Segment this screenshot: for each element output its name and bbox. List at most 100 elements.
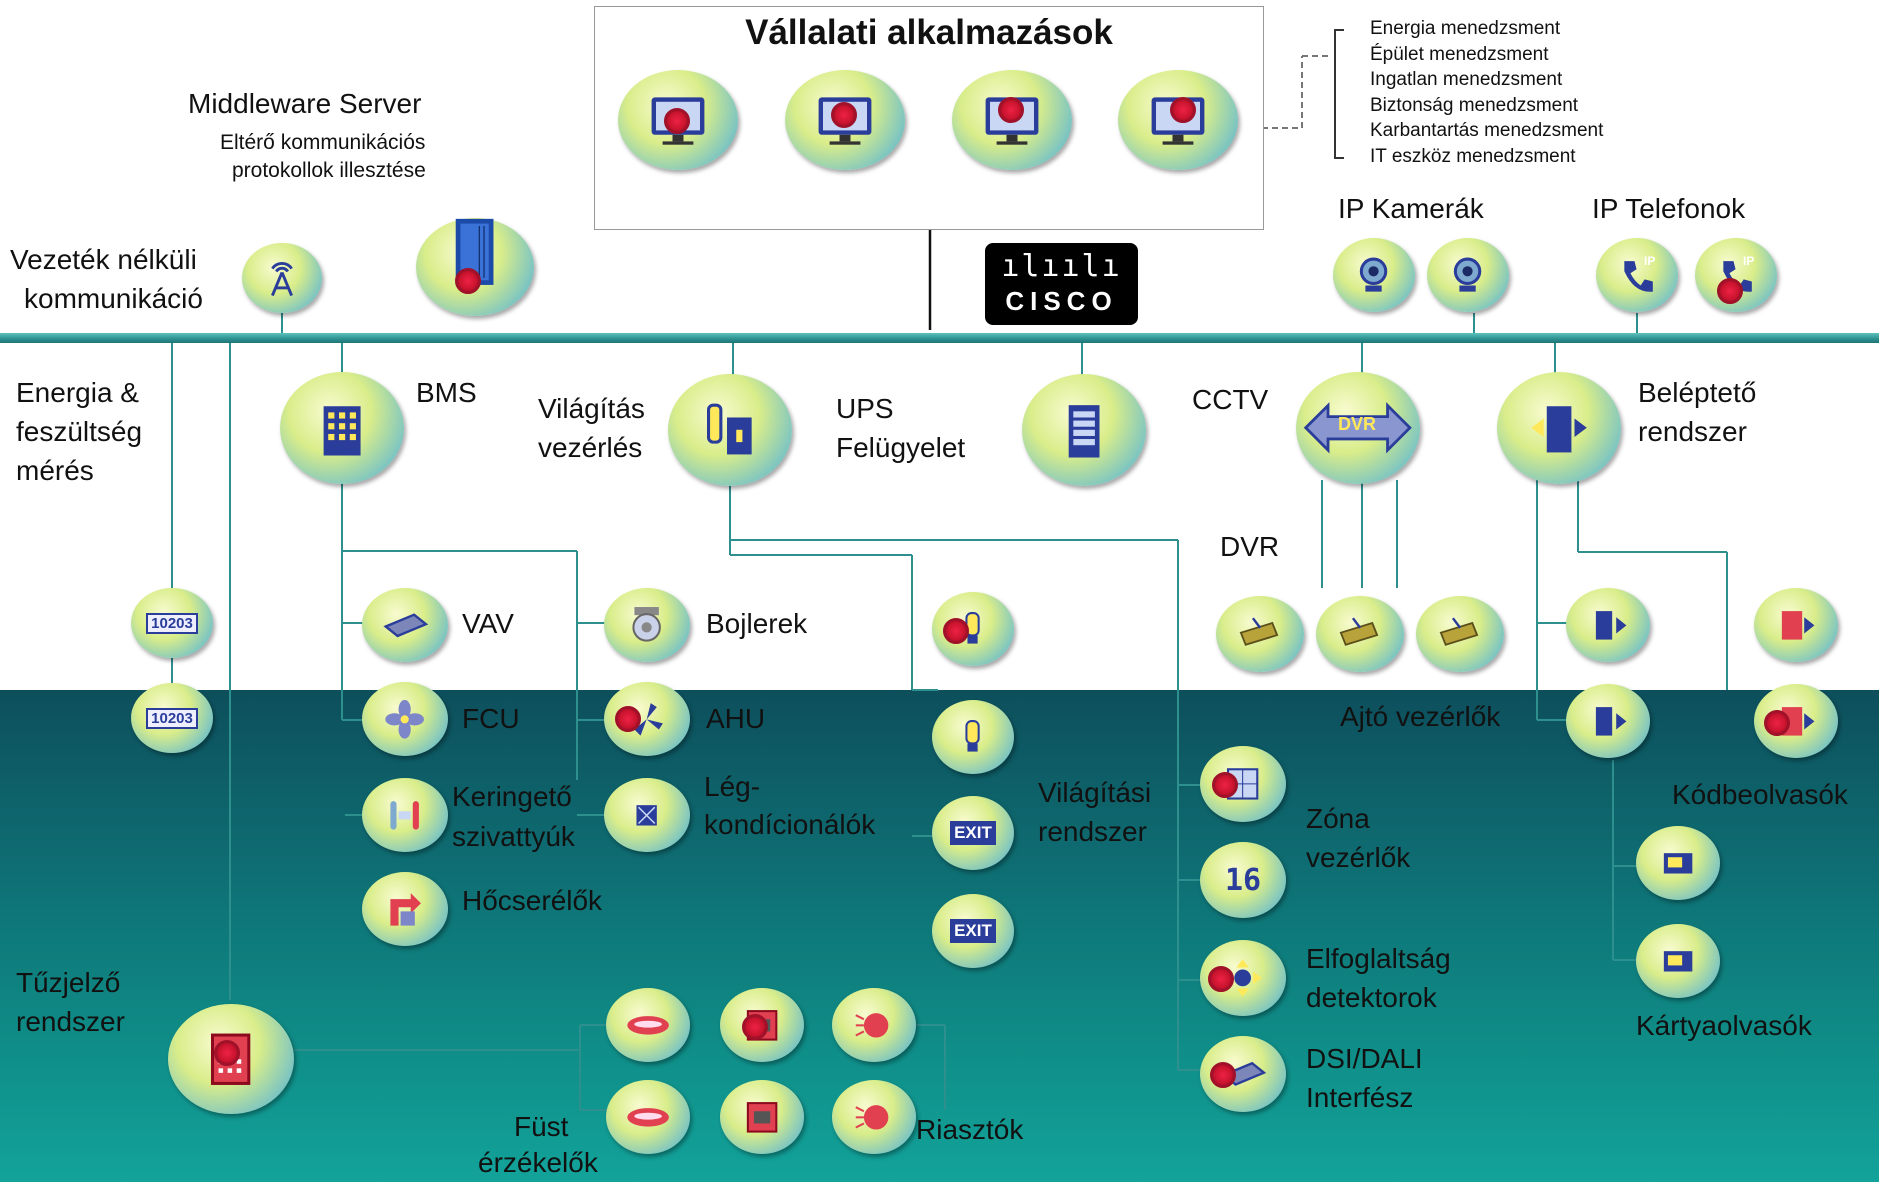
status-dot-icon [831, 102, 857, 128]
door-controller-icon [1566, 588, 1650, 662]
smoke-detector-icon [606, 988, 690, 1062]
list-item: Ingatlan menedzsment [1370, 69, 1563, 90]
code-readers-label: Kódbeolvasók [1672, 779, 1848, 810]
dali-label-1: DSI/DALI [1306, 1043, 1423, 1074]
boiler-label: Bojlerek [706, 608, 808, 639]
exit-sign-icon: EXIT [932, 894, 1014, 968]
dvr-badge: DVR [1338, 414, 1377, 434]
phone-badge: IP [1743, 254, 1755, 268]
card-readers-label: Kártyaolvasók [1636, 1010, 1812, 1041]
light-switch-icon [668, 374, 792, 486]
cctv-camera-icon [1316, 596, 1404, 672]
status-dot-icon [1210, 1062, 1236, 1088]
cisco-logo: ılıılı CISCO [985, 243, 1138, 325]
list-item: Épület menedzsment [1370, 43, 1549, 65]
ups-label-1: UPS [836, 393, 894, 424]
status-dot-icon [998, 97, 1024, 123]
ip-phone-icon: IP [1596, 238, 1678, 312]
access-label-2: rendszer [1638, 416, 1747, 447]
vav-icon [362, 588, 448, 662]
smoke-detector-icon [606, 1080, 690, 1154]
card-reader-icon [1636, 924, 1720, 998]
card-reader-icon [1636, 826, 1720, 900]
cctv-label: CCTV [1192, 384, 1269, 415]
ahu-label: AHU [706, 703, 766, 734]
energy-label-2: feszültség [16, 416, 143, 447]
pumps-label-2: szivattyúk [452, 821, 575, 852]
pump-icon [362, 778, 448, 852]
energy-label-1: Energia & [16, 377, 139, 408]
ip-cameras-label: IP Kamerák [1338, 193, 1484, 224]
air-conditioner-icon [604, 778, 690, 852]
energy-label-3: mérés [16, 455, 94, 486]
cisco-name: CISCO [1005, 286, 1118, 316]
occupancy-label-1: Elfoglaltság [1306, 943, 1451, 974]
list-item: Karbantartás menedzsment [1370, 120, 1604, 141]
phone-badge: IP [1644, 254, 1656, 268]
server-icon [416, 218, 534, 316]
door-controllers-label: Ajtó vezérlők [1340, 701, 1501, 732]
alarm-bell-icon [832, 988, 916, 1062]
management-list: Energia menedzsment Épület menedzsment I… [1370, 16, 1603, 169]
boiler-icon [604, 588, 690, 662]
dali-label-2: Interfész [1306, 1082, 1414, 1113]
lighting-system-label-2: rendszer [1038, 816, 1147, 847]
monitor-icon [1118, 70, 1238, 170]
wireless-label-1: Vezeték nélküli [10, 244, 197, 275]
status-dot-icon [742, 1014, 768, 1040]
lighting-system-label-1: Világítási [1038, 777, 1152, 808]
lighting-control-label-1: Világítás [538, 393, 645, 424]
energy-meter-icon: 10203 [131, 588, 213, 658]
access-door-icon [1497, 372, 1621, 484]
smoke-label-2: érzékelők [478, 1147, 598, 1178]
middleware-desc-1: Eltérő kommunikációs [220, 131, 426, 154]
cisco-bars-icon: ılıılı [1001, 249, 1122, 284]
meter-value: 10203 [146, 612, 198, 634]
zone-label-2: vezérlők [1306, 842, 1411, 873]
status-dot-icon [214, 1040, 240, 1066]
alarm-bell-icon [832, 1080, 916, 1154]
lighting-control-label-2: vezérlés [538, 432, 643, 463]
alarms-label: Riasztók [916, 1114, 1024, 1145]
light-bulb-icon [932, 700, 1014, 774]
access-label-1: Beléptető [1638, 377, 1757, 408]
wireless-label-2: kommunikáció [24, 283, 203, 314]
middleware-title: Middleware Server [188, 88, 422, 119]
list-item: IT eszköz menedzsment [1370, 145, 1576, 167]
status-dot-icon [455, 268, 481, 294]
status-dot-icon [1764, 710, 1790, 736]
heat-exchanger-label: Hőcserélők [462, 885, 603, 916]
antenna-icon [242, 243, 322, 313]
network-backbone [0, 333, 1879, 343]
heat-exchanger-icon [362, 872, 448, 946]
energy-meter-icon: 10203 [131, 683, 213, 753]
building-icon [280, 372, 404, 484]
ups-label-2: Felügyelet [836, 432, 966, 463]
fcu-label: FCU [462, 703, 520, 734]
meter-value: 10203 [146, 707, 198, 729]
fire-label-2: rendszer [16, 1006, 125, 1037]
door-controller-icon [1566, 684, 1650, 758]
exit-sign-icon: EXIT [932, 796, 1014, 870]
apps-title: Vállalati alkalmazások [745, 13, 1113, 52]
cctv-camera-icon [1416, 596, 1504, 672]
bms-label: BMS [416, 377, 477, 408]
webcam-icon [1333, 238, 1415, 312]
status-dot-icon [1208, 966, 1234, 992]
fire-label-1: Tűzjelző [16, 967, 121, 998]
status-dot-icon [943, 618, 969, 644]
exit-text: EXIT [950, 919, 996, 943]
cctv-camera-icon [1216, 596, 1304, 672]
pumps-label-1: Keringető [452, 781, 572, 812]
status-dot-icon [1212, 772, 1238, 798]
occupancy-label-2: detektorok [1306, 982, 1437, 1013]
keypad-reader-icon [1754, 588, 1838, 662]
status-dot-icon [1717, 278, 1743, 304]
webcam-icon [1427, 238, 1509, 312]
ip-phones-label: IP Telefonok [1592, 193, 1746, 224]
list-item: Biztonság menedzsment [1370, 94, 1579, 116]
ac-label-2: kondícionálók [704, 809, 876, 840]
ac-label-1: Lég- [704, 771, 761, 802]
dvr-icon: DVR [1296, 372, 1420, 484]
vav-label: VAV [462, 608, 514, 639]
